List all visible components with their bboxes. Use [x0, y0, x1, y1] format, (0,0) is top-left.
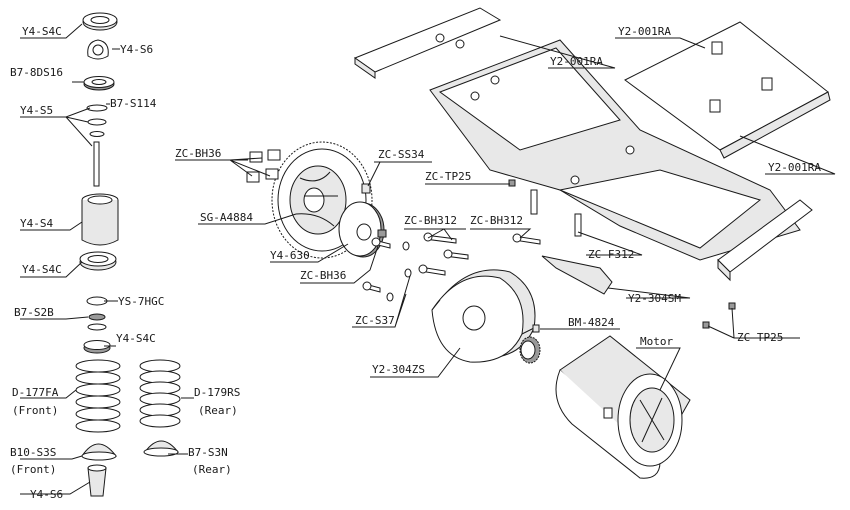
label-y2-001ra-b: Y2-001RA [550, 55, 603, 68]
label-b10-s3s: B10-S3S [10, 446, 56, 459]
label-y2-001ra-a: Y2-001RA [618, 25, 671, 38]
label-ys-7hgc: YS-7HGC [118, 295, 164, 308]
label-b7-8ds16: B7-8DS16 [10, 66, 63, 79]
label-zc-bh312-a: ZC-BH312 [404, 214, 457, 227]
label-d-177fa: D-177FA [12, 386, 59, 399]
label-zc-ss34: ZC-SS34 [378, 148, 425, 161]
label-zc-bh312-b: ZC-BH312 [470, 214, 523, 227]
part-chassis-main [429, 39, 801, 261]
part-chassis-upper-right [624, 21, 831, 159]
label-y4-s4: Y4-S4 [20, 217, 53, 230]
label-y4-s4c-mid: Y4-S4C [22, 263, 62, 276]
label-y4-s4c-low: Y4-S4C [116, 332, 156, 345]
label-zc-f312: ZC-F312 [588, 248, 634, 261]
part-gear-cover [431, 269, 536, 363]
label-sg-a4884: SG-A4884 [200, 211, 253, 224]
label-b7-s3n-rear: (Rear) [192, 463, 232, 476]
label-b7-s3n: B7-S3N [188, 446, 228, 459]
label-y2-304zs: Y2-304ZS [372, 363, 425, 376]
part-spring-rear [139, 359, 181, 428]
label-zc-bh36-mid: ZC-BH36 [300, 269, 346, 282]
label-d-179rs-rear: (Rear) [198, 404, 238, 417]
part-set-screw [361, 183, 371, 194]
part-screws-mid [362, 232, 541, 302]
label-zc-tp25-top: ZC-TP25 [425, 170, 471, 183]
label-d-177fa-front: (Front) [12, 404, 58, 417]
label-y4-630: Y4-630 [270, 249, 310, 262]
part-ball-bearing-top [82, 12, 118, 31]
label-y2-304sm: Y2-304SM [628, 292, 681, 305]
part-spring-retainer-front [81, 443, 118, 461]
label-y4-s5: Y4-S5 [20, 104, 53, 117]
label-bm-4824: BM-4824 [568, 316, 615, 329]
label-y4-s6-top: Y4-S6 [120, 43, 153, 56]
part-bumper [717, 199, 813, 282]
part-shock-shaft [86, 104, 108, 187]
part-shock-cap-mid [79, 251, 117, 271]
part-bulkhead-sm [541, 255, 613, 295]
label-zc-tp25-right: ZC-TP25 [737, 331, 783, 344]
part-motor [555, 335, 691, 479]
part-shock-body [81, 193, 119, 246]
part-rod-end-bottom [87, 464, 107, 497]
part-ball-cup [87, 39, 109, 60]
label-zc-bh36-top: ZC-BH36 [175, 147, 221, 160]
part-screws-bh36-top [246, 149, 281, 183]
label-b10-s3s-front: (Front) [10, 463, 56, 476]
label-b7-s114: B7-S114 [110, 97, 157, 110]
part-pinion-gear [519, 324, 541, 364]
label-d-179rs: D-179RS [194, 386, 240, 399]
label-b7-s2b: B7-S2B [14, 306, 54, 319]
label-motor: Motor [640, 335, 673, 348]
part-chassis-top-deck [353, 7, 502, 79]
part-labels: Y4-S4C Y4-S6 B7-8DS16 Y4-S5 B7-S114 Y4-S… [10, 25, 821, 501]
part-slipper-plate [338, 201, 387, 258]
leader-lines [20, 23, 836, 495]
part-spring-front [75, 359, 121, 433]
part-shock-cap-low [83, 340, 111, 354]
part-dust-seal [83, 76, 115, 91]
part-o-ring [86, 296, 108, 331]
label-y2-001ra-c: Y2-001RA [768, 161, 821, 174]
label-zc-s37: ZC-S37 [355, 314, 395, 327]
label-y4-s6-bottom: Y4-S6 [30, 488, 63, 501]
label-y4-s4c-top: Y4-S4C [22, 25, 62, 38]
